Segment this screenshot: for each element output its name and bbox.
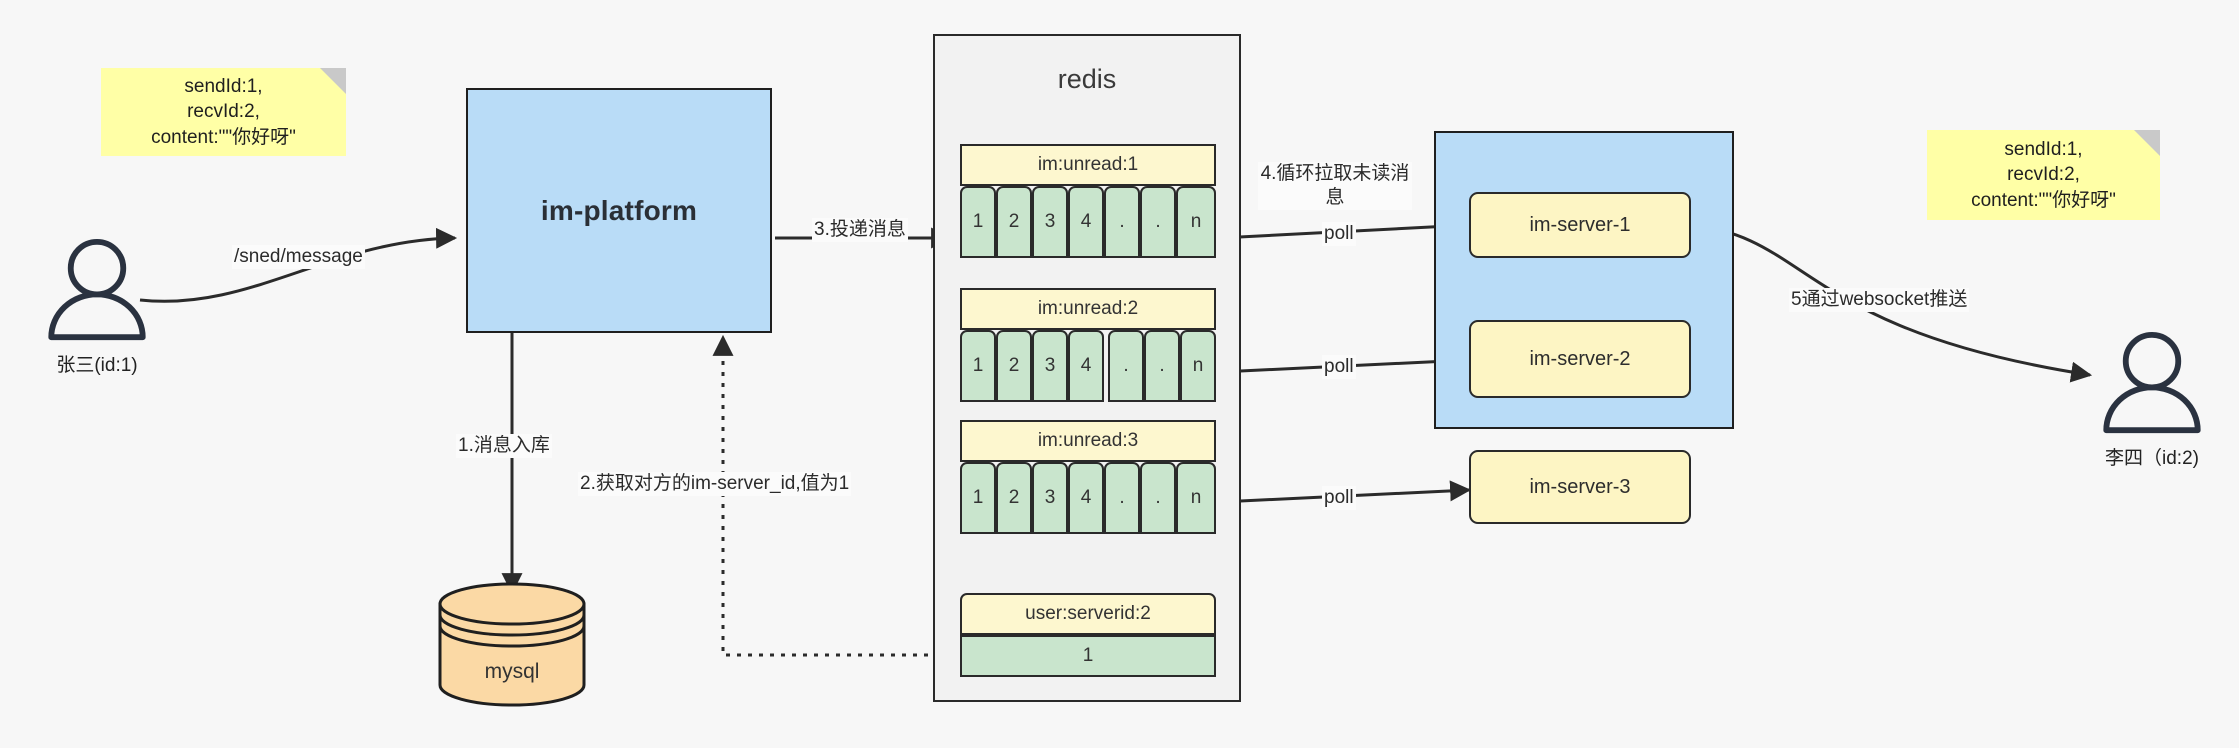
note-line: sendId:1, [184,75,263,97]
edge-label-step5: 5通过websocket推送 [1789,288,1970,312]
user-icon [2103,331,2201,434]
im-platform-title: im-platform [540,194,698,226]
edge-label-poll-1: poll [1322,222,1356,246]
queue-cell[interactable]: . [1104,462,1140,534]
note-fold-corner-icon [320,68,346,94]
note-line: recvId:2, [2007,164,2080,186]
queue-cell[interactable]: 2 [996,330,1032,402]
database-cylinder-icon [438,582,586,707]
queue-cell[interactable]: . [1108,330,1144,402]
user-icon [48,238,146,341]
queue-cell[interactable]: 4 [1068,186,1104,258]
note-fold-corner-icon [2134,130,2160,156]
queue-cell[interactable]: 3 [1032,462,1068,534]
queue-cell[interactable]: . [1140,186,1176,258]
queue-cell[interactable]: n [1176,186,1216,258]
queue-cell[interactable]: . [1140,462,1176,534]
redis-key-label: im:unread:1 [1037,154,1139,175]
note-line: content:""你好呀" [151,126,296,148]
redis-key-label: im:unread:3 [1037,430,1139,451]
redis-queue-cells-1: 1 2 3 4 . . n [960,186,1216,258]
note-line: sendId:1, [2004,138,2083,160]
redis-key-block-user-serverid[interactable]: user:serverid:2 [960,593,1216,635]
redis-queue-cells-2: 1 2 3 4 . . n [960,330,1216,402]
queue-cell[interactable]: . [1104,186,1140,258]
redis-key-label: user:serverid:2 [1025,603,1151,624]
im-platform-box[interactable]: im-platform [466,88,772,333]
message-payload-note-left: sendId:1, recvId:2, content:""你好呀" [101,68,346,156]
queue-cell[interactable]: 1 [960,186,996,258]
edge-label-step4: 4.循环拉取未读消息 [1258,162,1412,210]
redis-key-block-im-unread-3[interactable]: im:unread:3 [960,420,1216,462]
queue-cell[interactable]: n [1176,462,1216,534]
message-payload-note-right: sendId:1, recvId:2, content:""你好呀" [1927,130,2160,220]
edge-label-step3: 3.投递消息 [812,218,908,242]
edge-label-step1: 1.消息入库 [456,434,552,458]
actor-receiver-label: 李四（id:2) [2105,448,2199,469]
edge-label-send-message: /sned/message [232,245,365,269]
im-server-3-label: im-server-3 [1529,475,1631,498]
queue-cell[interactable]: 2 [996,186,1032,258]
im-server-2-label: im-server-2 [1529,347,1631,370]
actor-sender: 张三(id:1) [32,237,162,377]
queue-cell[interactable]: 1 [960,462,996,534]
im-server-3-box[interactable]: im-server-3 [1469,450,1691,524]
redis-key-label: im:unread:2 [1037,298,1139,319]
redis-key-block-im-unread-2[interactable]: im:unread:2 [960,288,1216,330]
actor-receiver: 李四（id:2) [2082,330,2222,470]
queue-cell[interactable]: 2 [996,462,1032,534]
redis-key-block-im-unread-1[interactable]: im:unread:1 [960,144,1216,186]
queue-cell[interactable]: 3 [1032,330,1068,402]
im-server-1-label: im-server-1 [1529,213,1631,236]
queue-cell[interactable]: . [1144,330,1180,402]
note-line: recvId:2, [187,101,260,123]
edge-label-poll-3: poll [1322,486,1356,510]
queue-cell[interactable]: n [1180,330,1216,402]
queue-cell[interactable]: 4 [1068,462,1104,534]
mysql-label: mysql [484,660,540,683]
redis-queue-cells-3: 1 2 3 4 . . n [960,462,1216,534]
redis-serverid-value[interactable]: 1 [960,635,1216,677]
edge-label-poll-2: poll [1322,355,1356,379]
queue-cell[interactable]: 4 [1068,330,1104,402]
mysql-datastore[interactable]: mysql [432,582,592,707]
note-line: content:""你好呀" [1971,189,2116,211]
edge-label-step2: 2.获取对方的im-server_id,值为1 [578,472,852,496]
im-server-2-box[interactable]: im-server-2 [1469,320,1691,398]
queue-cell[interactable]: 3 [1032,186,1068,258]
im-server-1-box[interactable]: im-server-1 [1469,192,1691,258]
actor-sender-label: 张三(id:1) [56,355,138,376]
queue-cell[interactable]: 1 [960,330,996,402]
